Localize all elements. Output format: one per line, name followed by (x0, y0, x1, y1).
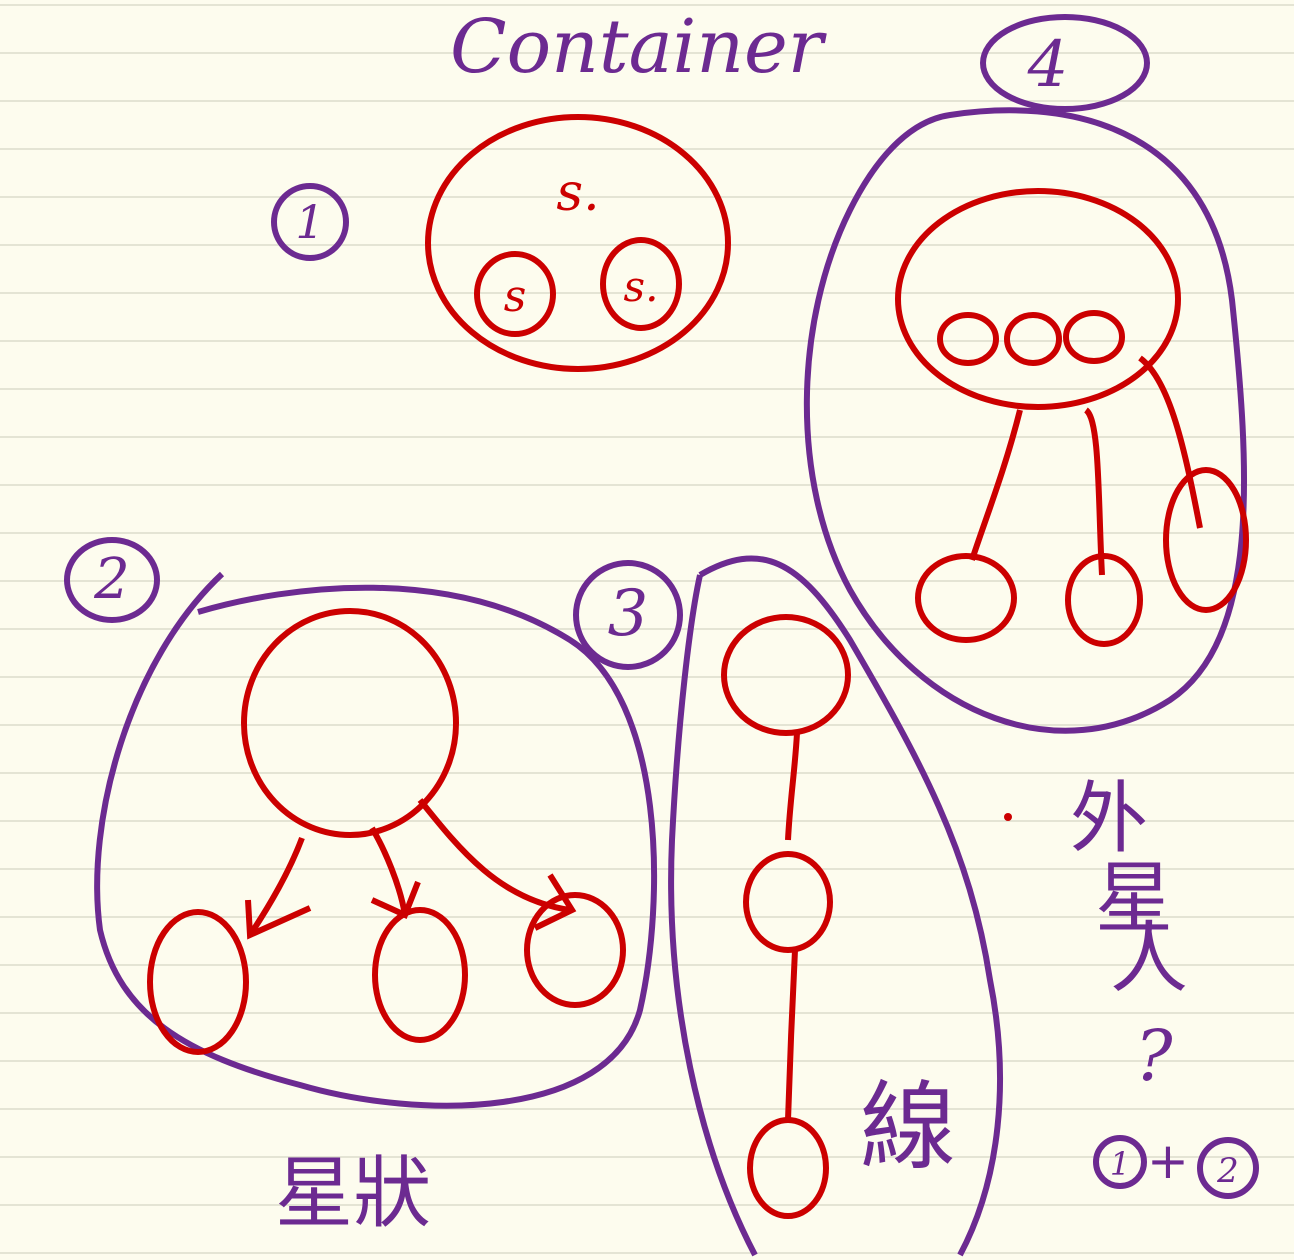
section-4-child-node-right (1163, 467, 1249, 613)
section-4-parent-node (895, 188, 1181, 410)
section-3-marker (573, 560, 683, 670)
section-1: 1 s. s s. (271, 114, 731, 372)
section-3-marker-number: 3 (608, 577, 649, 651)
section-1-container-node (425, 114, 731, 372)
section-4-marker (980, 14, 1150, 112)
section-1-root-label: s. (556, 163, 599, 223)
side-note-formula-left-circle (1093, 1135, 1147, 1189)
section-4: 4 (803, 14, 1249, 734)
side-note-formula-right-circle (1197, 1137, 1259, 1199)
section-2-arrowhead-right (533, 873, 577, 931)
section-4-link-middle (1083, 407, 1105, 576)
section-3: 3 線 (573, 555, 1003, 1257)
section-3-node-middle (743, 851, 833, 953)
section-3-link-bottom (785, 949, 798, 1121)
section-2: 2 星狀 (64, 537, 658, 1239)
side-note-formula-plus: + (1147, 1132, 1189, 1190)
section-4-child-node-middle (1065, 553, 1143, 647)
side-note-question: ? (1135, 1015, 1173, 1097)
section-4-link-left (969, 409, 1023, 561)
section-2-marker (64, 537, 160, 623)
section-1-marker (271, 183, 349, 261)
section-2-child-node-left (147, 909, 249, 1055)
section-2-arrow-left (247, 836, 305, 937)
section-2-marker-number: 2 (93, 547, 130, 612)
section-4-inner-node-2 (1004, 312, 1062, 366)
section-1-child-label-left: s (504, 271, 527, 322)
section-2-child-node-middle (372, 907, 468, 1043)
section-3-node-top (721, 614, 851, 736)
side-note-dot (1004, 813, 1012, 821)
side-note-char-2: 星 (1095, 854, 1173, 944)
section-4-link-right (1138, 355, 1203, 529)
section-4-inner-node-3 (1063, 310, 1125, 364)
section-2-arrow-right (417, 798, 571, 913)
side-note-char-1: 外 (1070, 774, 1148, 864)
section-3-group-boundary (668, 555, 1003, 1257)
section-2-child-node-right (524, 892, 626, 1008)
section-3-link-top (785, 732, 800, 841)
section-2-group-boundary (94, 571, 658, 1109)
section-2-caption: 星狀 (275, 1149, 431, 1239)
section-1-child-label-right: s. (624, 262, 659, 311)
side-note: 外 星 人 ? 1 + 2 (1004, 774, 1259, 1199)
section-4-inner-node-1 (937, 312, 999, 366)
side-note-char-3: 人 (1110, 914, 1188, 1004)
section-1-child-node-right (600, 237, 682, 331)
title-text: Container (450, 4, 828, 90)
section-2-root-node (241, 608, 459, 838)
section-1-child-node-left (474, 251, 556, 337)
section-4-child-node-left (915, 553, 1017, 643)
section-4-marker-number: 4 (1027, 28, 1069, 102)
side-note-formula-right: 2 (1216, 1151, 1239, 1191)
section-3-caption: 線 (860, 1071, 956, 1183)
section-3-node-bottom (747, 1117, 829, 1219)
section-2-arrow-middle (369, 826, 408, 916)
section-2-arrowhead-left (245, 899, 312, 940)
side-note-formula-left: 1 (1110, 1145, 1130, 1183)
section-4-group-boundary (803, 107, 1248, 734)
section-1-marker-number: 1 (295, 195, 324, 249)
